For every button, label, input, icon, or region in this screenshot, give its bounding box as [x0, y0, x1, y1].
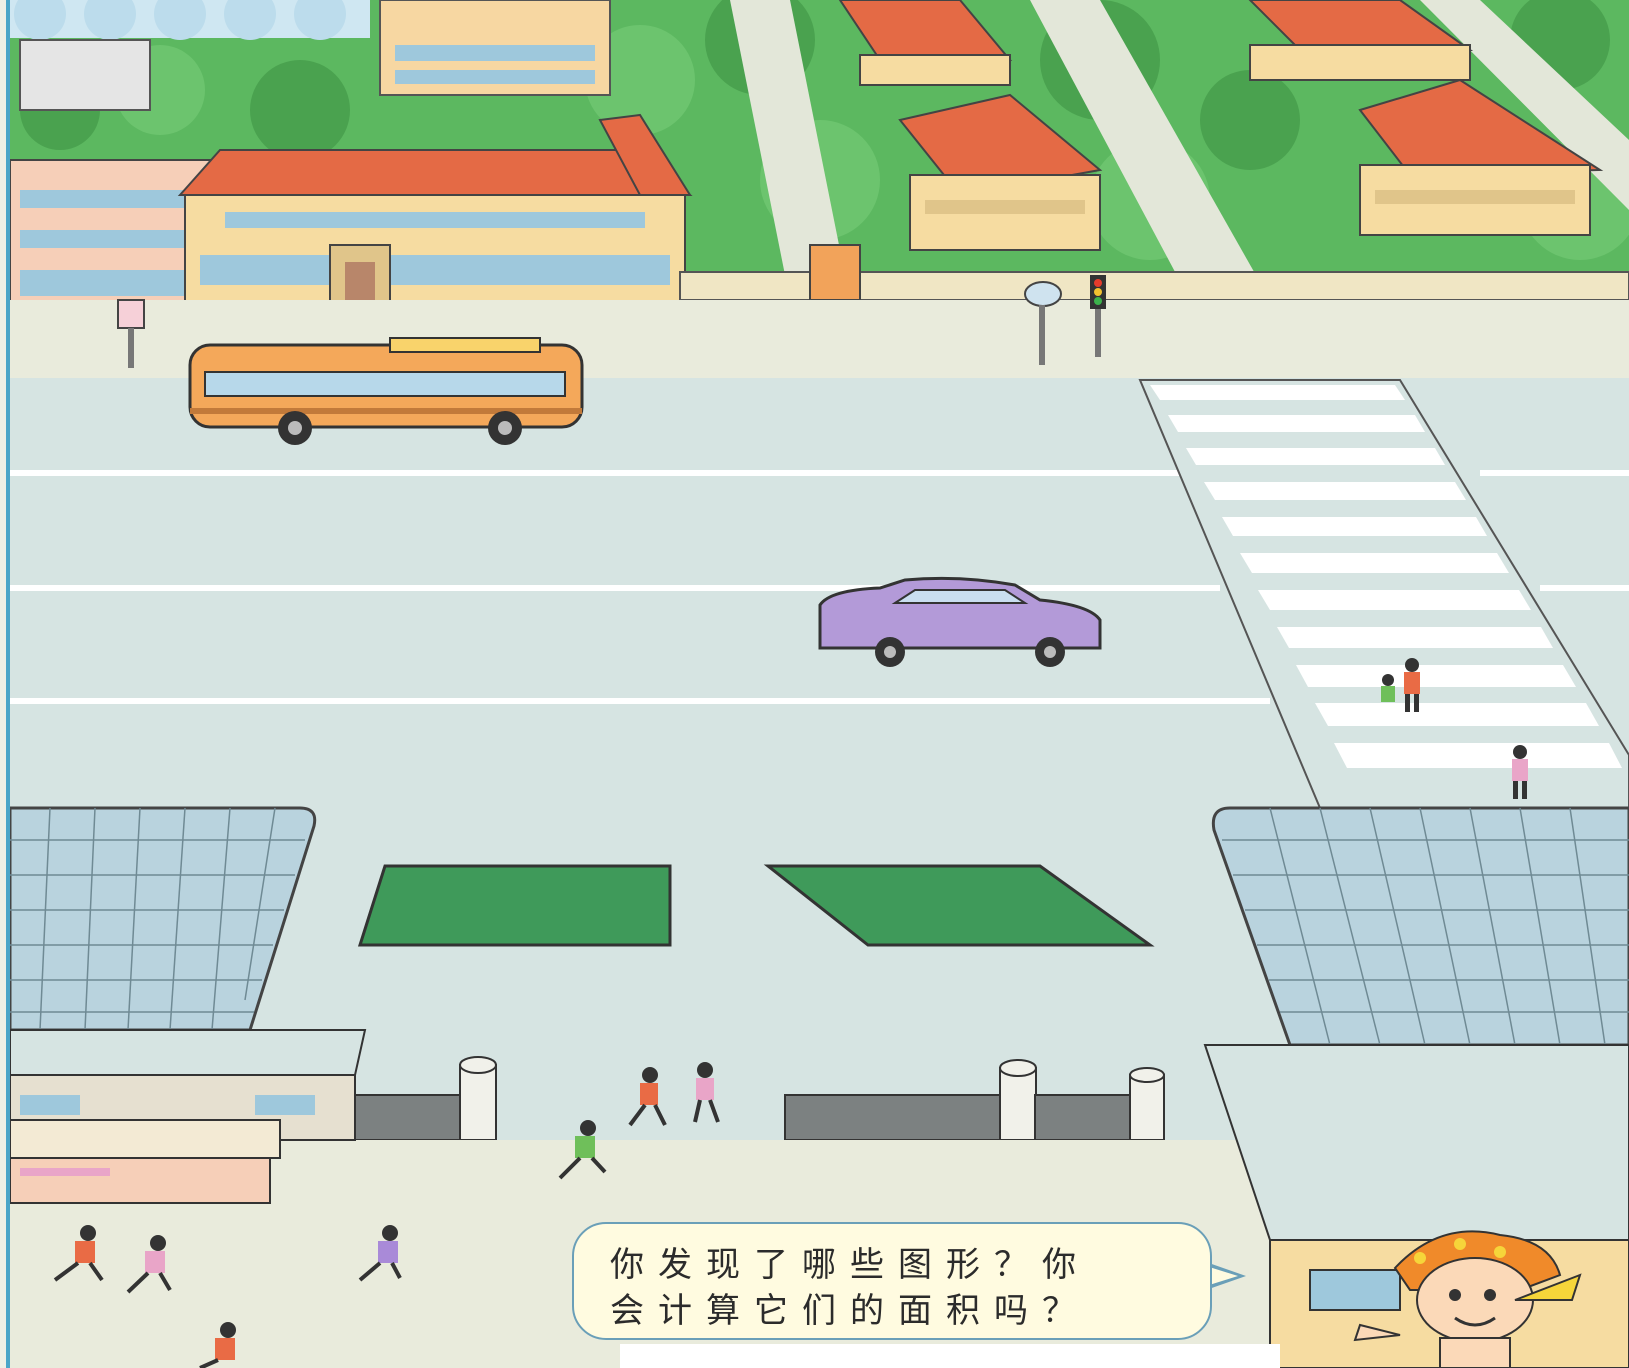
child-running	[558, 1120, 607, 1180]
car-icon	[818, 576, 1102, 667]
bottom-strip	[620, 1344, 1280, 1368]
grass-parallelogram	[763, 864, 1155, 947]
house	[1358, 78, 1604, 236]
tiled-area-left	[8, 806, 317, 1032]
traffic-light-icon	[1090, 275, 1106, 357]
house	[898, 93, 1103, 251]
child-running	[199, 1322, 236, 1368]
lane-line	[10, 698, 1270, 704]
signpost-icon	[1024, 281, 1062, 365]
crosswalk	[1138, 379, 1629, 809]
child-running	[693, 1062, 720, 1123]
child-character-icon	[1353, 1230, 1582, 1368]
tiled-area-right	[1211, 806, 1629, 1047]
pedestrian	[1381, 658, 1420, 712]
pedestrian	[1512, 745, 1528, 799]
house	[1248, 0, 1474, 81]
lane-line	[10, 585, 1220, 591]
speech-bubble-tail-inner	[1206, 1266, 1238, 1286]
speech-bubble: 你发现了哪些图形？你 会计算它们的面积吗？	[572, 1222, 1212, 1340]
school-building	[9, 113, 693, 311]
top-buildings	[19, 0, 611, 111]
child-running	[628, 1067, 667, 1127]
small-building-left	[9, 1029, 367, 1204]
child-running	[53, 1225, 104, 1282]
bus-icon	[188, 337, 584, 445]
lane-line	[10, 470, 1210, 476]
signpost-icon	[117, 299, 145, 368]
speech-bubble-line-2: 会计算它们的面积吗？	[610, 1291, 1090, 1331]
left-border	[6, 0, 10, 1368]
lane-line	[1540, 585, 1629, 591]
house	[838, 0, 1013, 86]
fence	[679, 244, 1629, 301]
park-path	[1030, 0, 1270, 300]
speech-bubble-line-1: 你发现了哪些图形？你	[610, 1245, 1090, 1285]
child-running	[358, 1225, 402, 1282]
child-running	[126, 1235, 172, 1294]
clouds	[10, 0, 370, 40]
school-gate	[354, 1056, 1165, 1141]
grass-rectangle	[357, 864, 672, 947]
park-path	[730, 0, 850, 300]
lane-line	[1480, 470, 1629, 476]
